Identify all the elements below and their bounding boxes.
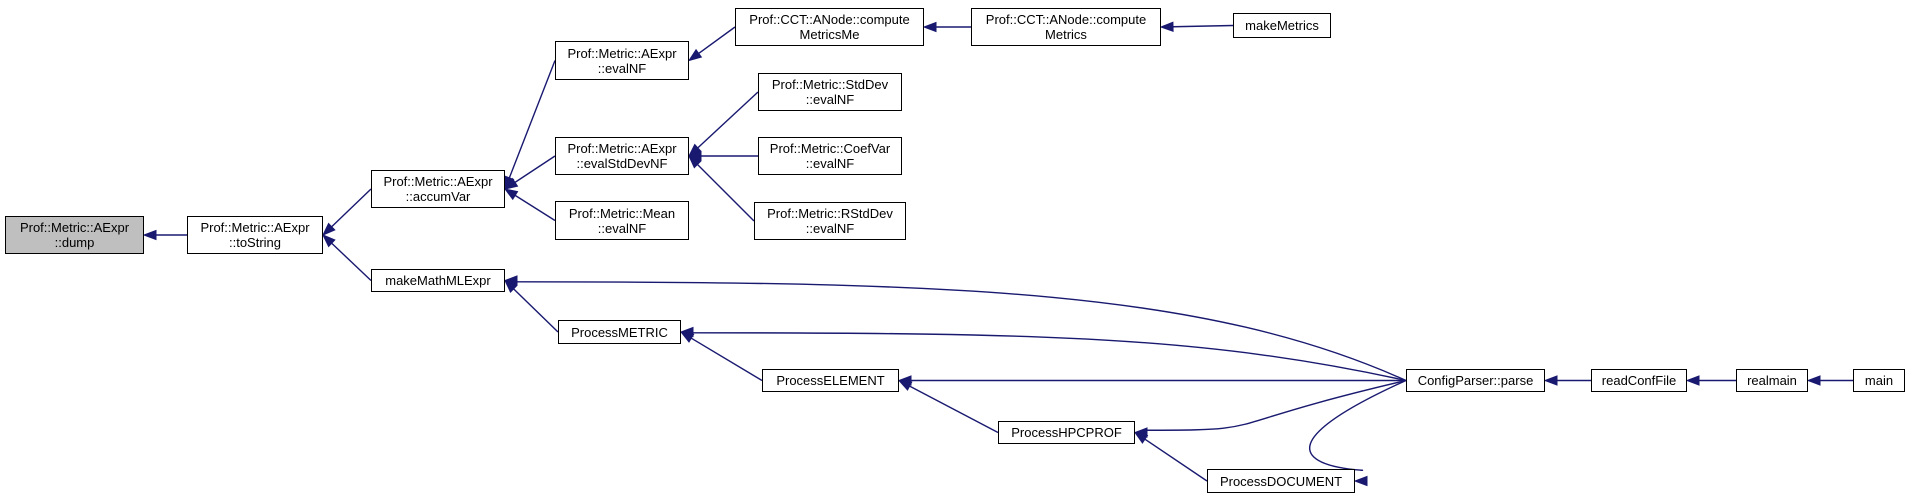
node-dump[interactable]: Prof::Metric::AExpr::dump <box>5 216 144 254</box>
node-label: ::dump <box>54 235 95 250</box>
node-evalStdDevNF[interactable]: Prof::Metric::AExpr::evalStdDevNF <box>555 137 689 175</box>
node-readConfFile[interactable]: readConfFile <box>1591 369 1687 392</box>
edge-arrowhead <box>1159 21 1174 32</box>
node-label: realmain <box>1747 373 1797 388</box>
node-processHPCPROF[interactable]: ProcessHPCPROF <box>998 421 1135 444</box>
edge-arrowhead <box>897 379 913 391</box>
node-label: Prof::Metric::AExpr <box>383 174 493 189</box>
node-label: ::evalNF <box>597 220 647 236</box>
edge-arrowhead <box>679 326 694 338</box>
node-accumVar[interactable]: Prof::Metric::AExpr::accumVar <box>371 170 505 208</box>
edge-arrowhead <box>503 188 519 201</box>
edge-makeMetrics-to-computeMetrics <box>1159 21 1234 32</box>
edge-configParse-to-processMETRIC <box>679 326 1407 382</box>
node-label: Prof::Metric::AExpr <box>200 220 310 235</box>
edge-meanEvalNF-to-accumVar <box>503 188 556 222</box>
node-label: ::accumVar <box>405 189 471 204</box>
node-label: Prof::Metric::StdDev <box>771 77 889 92</box>
edge-arrowhead <box>1133 431 1149 444</box>
edge-configParse-to-processELEMENT <box>897 375 1406 386</box>
edge-arrowhead <box>922 21 937 33</box>
edge-computeMetricsMe-to-aexprEvalNF <box>687 26 736 62</box>
node-label: Prof::Metric::AExpr <box>567 141 677 156</box>
edge-readConfFile-to-configParse <box>1543 375 1591 386</box>
node-rStdDevEvalNF[interactable]: Prof::Metric::RStdDev::evalNF <box>754 202 906 240</box>
edge-main-to-realmain <box>1806 375 1853 386</box>
edge-arrowhead <box>142 229 157 241</box>
node-label: ::toString <box>228 235 282 250</box>
node-meanEvalNF[interactable]: Prof::Metric::Mean::evalNF <box>555 201 689 240</box>
edge-processDOCUMENT-to-processHPCPROF <box>1133 431 1208 482</box>
node-coefVarEvalNF[interactable]: Prof::Metric::CoefVar::evalNF <box>758 137 902 175</box>
node-label: ConfigParser::parse <box>1417 373 1534 388</box>
edge-rStdDevEvalNF-to-evalStdDevNF <box>687 154 755 222</box>
edge-arrowhead <box>503 177 519 190</box>
node-toString[interactable]: Prof::Metric::AExpr::toString <box>187 216 323 254</box>
node-label: Prof::Metric::AExpr <box>567 45 677 61</box>
node-label: Prof::Metric::CoefVar <box>769 141 891 156</box>
edge-arrowhead <box>687 154 702 169</box>
node-label: ::evalNF <box>805 156 855 171</box>
node-processMETRIC[interactable]: ProcessMETRIC <box>558 320 681 344</box>
edge-realmain-to-readConfFile <box>1685 375 1736 386</box>
node-aexprEvalNF[interactable]: Prof::Metric::AExpr::evalNF <box>555 41 689 80</box>
edge-configParse-to-processDOCUMENT <box>1309 379 1407 487</box>
edge-processELEMENT-to-processMETRIC <box>679 331 763 382</box>
node-label: ProcessDOCUMENT <box>1219 473 1343 489</box>
node-label: ProcessELEMENT <box>776 373 885 388</box>
node-label: Prof::CCT::ANode::compute <box>749 12 910 27</box>
node-makeMathMLExpr[interactable]: makeMathMLExpr <box>371 269 505 292</box>
edge-processMETRIC-to-makeMathMLExpr <box>503 279 559 333</box>
edge-arrowhead <box>321 222 336 236</box>
node-label: main <box>1864 373 1894 388</box>
edge-arrowhead <box>321 234 336 248</box>
node-makeMetrics[interactable]: makeMetrics <box>1233 13 1331 38</box>
edge-stdDevEvalNF-to-evalStdDevNF <box>687 91 759 157</box>
node-label: MetricsMe <box>799 27 860 42</box>
node-label: ::evalNF <box>597 60 647 76</box>
node-label: ProcessHPCPROF <box>1011 425 1122 440</box>
node-label: Prof::Metric::RStdDev <box>767 206 893 221</box>
edge-evalStdDevNF-to-accumVar <box>503 155 556 190</box>
node-label: Metrics <box>1045 27 1087 42</box>
node-label: ::evalNF <box>805 221 855 236</box>
node-label: ::evalNF <box>805 92 855 107</box>
node-label: Prof::Metric::AExpr <box>19 220 130 235</box>
edge-configParse-to-makeMathMLExpr <box>503 275 1407 382</box>
node-label: readConfFile <box>1601 373 1677 388</box>
edge-accumVar-to-toString <box>321 188 372 236</box>
node-stdDevEvalNF[interactable]: Prof::Metric::StdDev::evalNF <box>758 73 902 111</box>
node-main[interactable]: main <box>1853 369 1905 392</box>
edge-computeMetrics-to-computeMetricsMe <box>922 21 971 33</box>
node-processELEMENT[interactable]: ProcessELEMENT <box>762 369 899 392</box>
edge-processHPCPROF-to-processELEMENT <box>897 379 999 434</box>
edge-configParse-to-processHPCPROF <box>1133 379 1407 438</box>
node-realmain[interactable]: realmain <box>1736 369 1808 392</box>
node-label: Prof::CCT::ANode::compute <box>985 12 1147 27</box>
node-processDOCUMENT[interactable]: ProcessDOCUMENT <box>1207 469 1355 493</box>
edge-arrowhead <box>687 48 703 62</box>
edge-makeMathMLExpr-to-toString <box>321 234 372 282</box>
node-label: ::evalStdDevNF <box>576 156 668 171</box>
node-label: makeMetrics <box>1245 18 1319 33</box>
edge-toString-to-dump <box>142 229 187 241</box>
node-label: makeMathMLExpr <box>385 273 491 288</box>
edge-coefVarEvalNF-to-evalStdDevNF <box>687 150 758 162</box>
edge-arrowhead <box>503 275 518 286</box>
edge-aexprEvalNF-to-accumVar <box>504 60 556 191</box>
edge-arrowhead <box>1806 375 1821 386</box>
edge-arrowhead <box>1543 375 1558 386</box>
node-label: ProcessMETRIC <box>571 324 668 340</box>
node-configParse[interactable]: ConfigParser::parse <box>1406 369 1545 392</box>
edge-arrowhead <box>1353 475 1368 487</box>
edge-arrowhead <box>1685 375 1700 386</box>
node-label: Prof::Metric::Mean <box>568 205 676 221</box>
